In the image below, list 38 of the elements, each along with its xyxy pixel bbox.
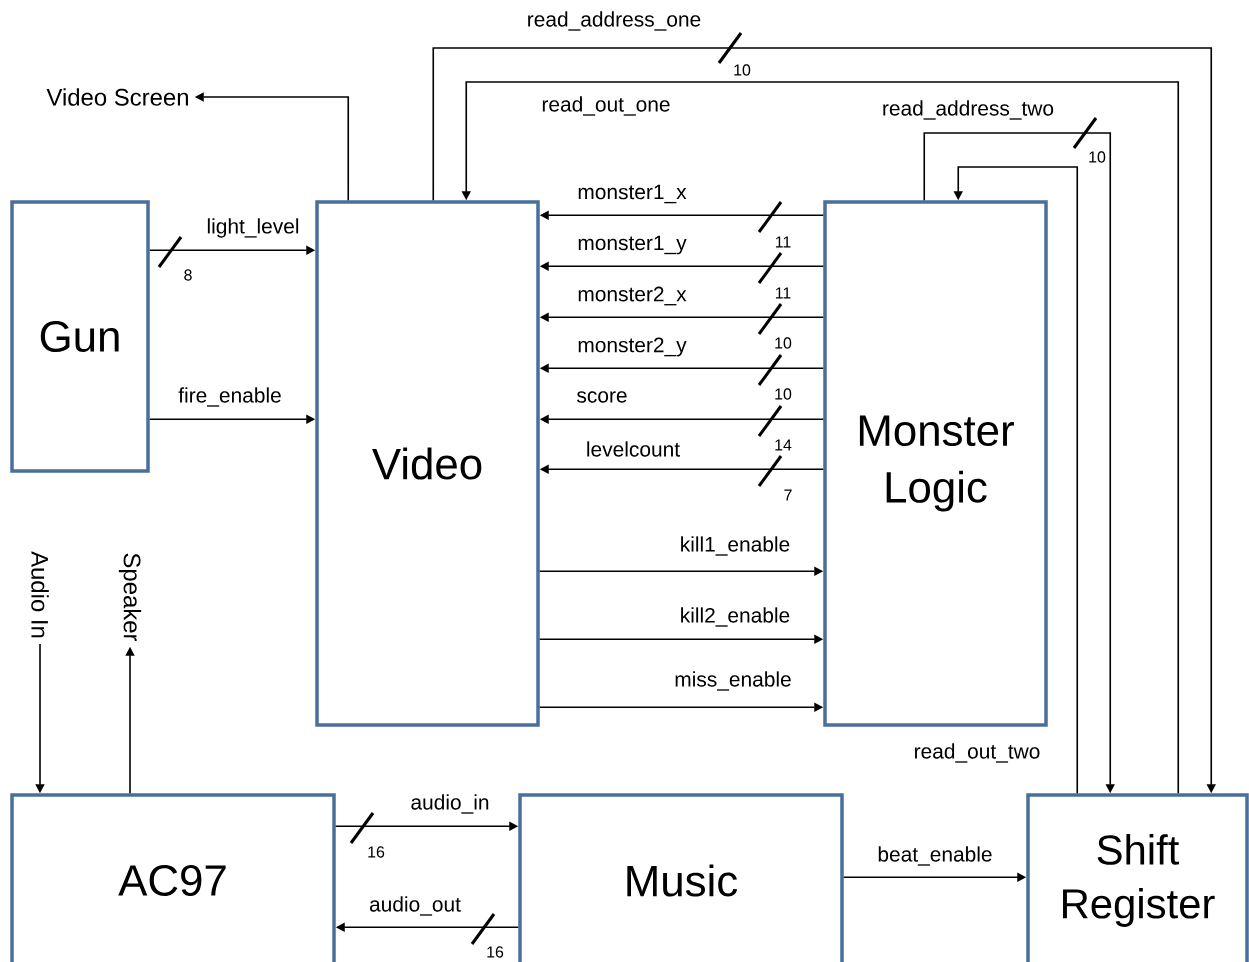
port-label: Speaker (118, 553, 142, 642)
bus-width-label: 10 (1089, 151, 1106, 163)
edge-label: miss_enable (673, 670, 793, 692)
edge-label: light_level (205, 217, 301, 239)
edge-label: levelcount (584, 440, 682, 458)
bus-width-label: 14 (775, 439, 792, 451)
bus-width-label: 7 (784, 489, 792, 501)
bus-width-label: 11 (775, 287, 791, 299)
edge-label: beat_enable (876, 845, 994, 867)
bus-width-label: 16 (487, 946, 504, 958)
edge-label: read_out_two (912, 742, 1042, 764)
edge-label: kill1_enable (678, 535, 792, 557)
block-box: Monster Logic (823, 200, 1048, 727)
edge-label: monster1_y (576, 234, 688, 256)
bus-width-label: 10 (734, 64, 751, 76)
bus-width-label: 16 (368, 846, 385, 858)
port-label: Audio In (31, 551, 49, 638)
block-box: Shift Register (1026, 793, 1249, 962)
edge-label: monster1_x (576, 183, 688, 205)
edge-label: audio_out (368, 895, 462, 917)
bus-width-label: 10 (775, 337, 792, 349)
edge-label: audio_in (409, 793, 491, 815)
block-box: Music (518, 793, 844, 962)
edge-label: score (575, 390, 629, 404)
edge-label: monster2_y (576, 336, 688, 358)
block-box: Video (315, 200, 540, 727)
edge-label: read_out_one (540, 95, 672, 117)
bus-width-label: 11 (775, 236, 791, 248)
edge-label: fire_enable (177, 386, 283, 408)
block-box: AC97 (10, 793, 336, 962)
block-box: Gun (10, 200, 150, 473)
edge-label: kill2_enable (678, 606, 792, 628)
bus-width-label: 8 (184, 269, 192, 281)
bus-width-label: 10 (775, 388, 792, 400)
edge-label: read_address_one (525, 10, 703, 32)
port-label: Video Screen (46, 88, 188, 106)
edge-label: monster2_x (576, 285, 688, 307)
edge-label: read_address_two (880, 99, 1056, 121)
